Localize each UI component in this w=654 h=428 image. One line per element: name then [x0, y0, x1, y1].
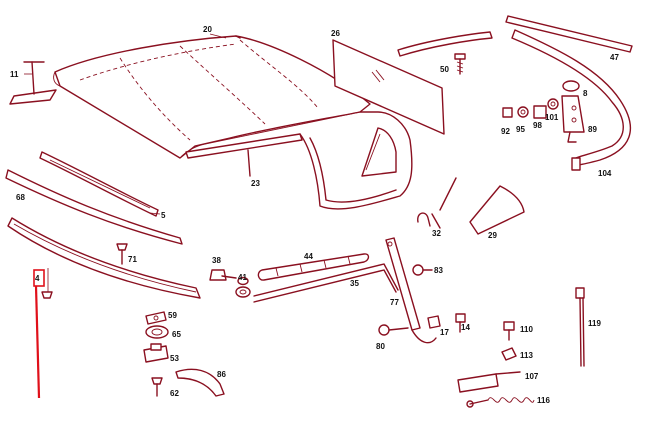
label-38: 38: [212, 256, 221, 265]
spring-116: [466, 397, 535, 408]
nut-113: [501, 347, 517, 361]
label-119: 119: [588, 319, 601, 328]
label-95: 95: [516, 125, 525, 134]
rear-window-pane: [332, 39, 445, 135]
hook-clip-32: [417, 177, 457, 229]
nut-17: [427, 315, 441, 329]
label-92: 92: [501, 127, 510, 136]
side-weatherstrip-104: [511, 29, 631, 171]
label-8: 8: [583, 89, 588, 98]
pin-119: [575, 287, 585, 367]
label-62: 62: [170, 389, 179, 398]
label-86: 86: [217, 370, 226, 379]
hardware-92-101: [502, 98, 559, 119]
label-89: 89: [588, 125, 597, 134]
label-68: 68: [16, 193, 25, 202]
lever-86: [175, 368, 225, 397]
bolt-38: [209, 269, 237, 281]
front-seal-5: [39, 151, 159, 217]
side-frame: [299, 111, 413, 210]
clip-59: [145, 311, 167, 325]
label-35: 35: [350, 279, 359, 288]
label-29: 29: [488, 231, 497, 240]
quarter-window-29: [469, 185, 525, 235]
label-107: 107: [525, 372, 539, 381]
screw-62: [151, 377, 163, 397]
label-71: 71: [128, 255, 137, 264]
label-110: 110: [520, 325, 533, 334]
label-80: 80: [376, 342, 385, 351]
label-17: 17: [440, 328, 449, 337]
label-113: 113: [520, 351, 533, 360]
screw-50: [454, 53, 466, 75]
label-59: 59: [168, 311, 177, 320]
rear-bow-bar: [185, 133, 303, 177]
front-bow-68: [5, 169, 183, 245]
part-4-highlight-pointer: [34, 285, 41, 399]
upper-weatherstrip: [397, 15, 633, 57]
linkage-arm-77: [385, 237, 437, 344]
label-14: 14: [461, 323, 470, 332]
label-11: 11: [10, 70, 19, 79]
bracket-89: [561, 80, 585, 143]
grommet-65: [145, 325, 169, 339]
bolt-14: [455, 313, 466, 333]
mount-53: [143, 343, 169, 363]
label-26: 26: [331, 29, 340, 38]
soft-top-canopy: [53, 35, 371, 159]
front-bow-4: [7, 217, 201, 299]
leader-5: [149, 212, 161, 215]
label-4: 4: [35, 274, 40, 283]
label-32: 32: [432, 229, 441, 238]
label-5: 5: [161, 211, 166, 220]
label-50: 50: [440, 65, 449, 74]
part-4-highlight-box: [33, 269, 45, 287]
label-104: 104: [598, 169, 612, 178]
label-83: 83: [434, 266, 443, 275]
label-101: 101: [545, 113, 559, 122]
label-41: 41: [238, 273, 247, 282]
bolt-110: [503, 321, 515, 341]
plate-107: [457, 371, 521, 393]
strap-part: [9, 61, 57, 105]
label-77: 77: [390, 298, 399, 307]
label-47: 47: [610, 53, 619, 62]
label-20: 20: [203, 25, 212, 34]
label-23: 23: [251, 179, 260, 188]
label-65: 65: [172, 330, 181, 339]
bolt-80: [378, 324, 409, 336]
leader-20: [209, 33, 227, 39]
label-44: 44: [304, 252, 313, 261]
label-53: 53: [170, 354, 179, 363]
rod-44: [257, 253, 370, 281]
washer-41: [235, 276, 251, 298]
rod-35: [253, 263, 399, 303]
part-4-callout: 4: [33, 268, 53, 399]
label-116: 116: [537, 396, 550, 405]
screw-71: [116, 243, 128, 265]
label-98: 98: [533, 121, 542, 130]
bolt-83: [412, 264, 433, 276]
